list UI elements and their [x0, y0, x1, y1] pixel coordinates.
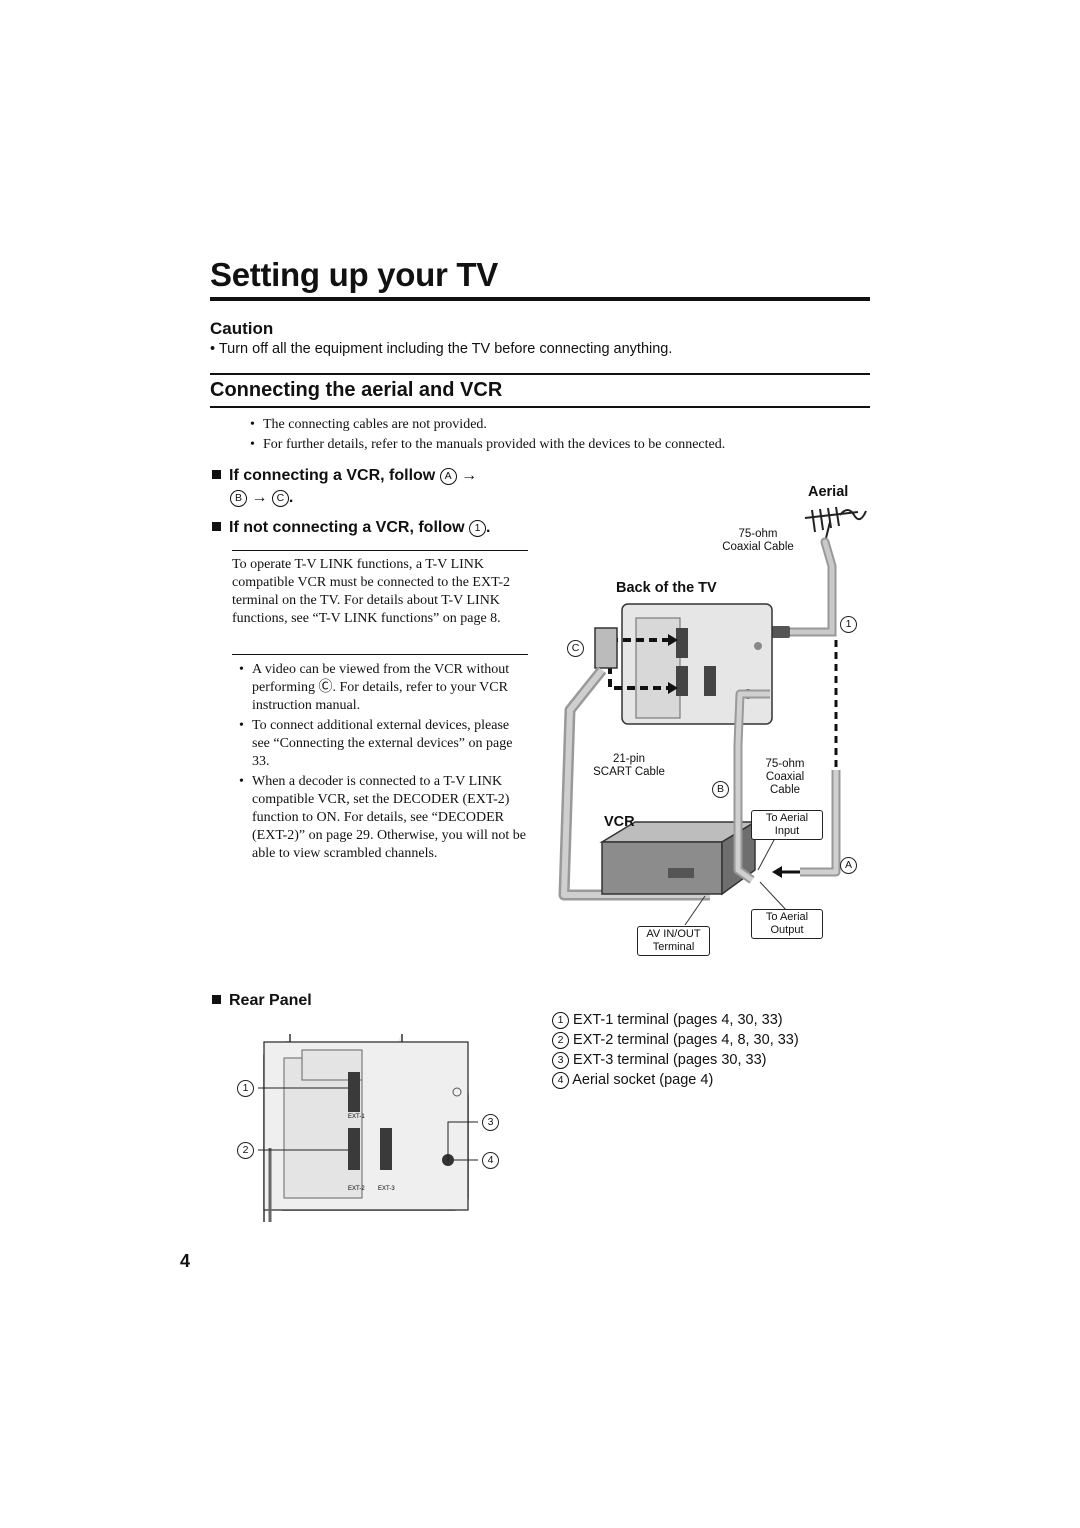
ext1-port-icon: [348, 1072, 360, 1112]
legend-text: EXT-3 terminal (pages 30, 33): [573, 1052, 767, 1068]
av-in-out-line: AV IN/OUT: [646, 928, 701, 940]
legend-text: Aerial socket (page 4): [572, 1072, 714, 1088]
page-title: Setting up your TV: [210, 256, 498, 293]
marker-b: B: [712, 781, 729, 798]
legend-item: 1 EXT-1 terminal (pages 4, 30, 33): [552, 1012, 783, 1029]
tip-item: •When a decoder is connected to a T-V LI…: [239, 774, 526, 861]
section-bullet: •The connecting cables are not provided.: [250, 417, 487, 432]
note-rule-top: [232, 550, 528, 551]
panel-ext1-text: EXT-1: [348, 1114, 365, 1120]
rear-panel-heading: Rear Panel: [212, 992, 312, 1010]
marker-a: A: [840, 857, 857, 874]
tip-item: •A video can be viewed from the VCR with…: [239, 662, 510, 713]
legend-number: 1: [552, 1012, 569, 1029]
arrow-icon: →: [461, 467, 478, 484]
circled-a-icon: A: [439, 468, 457, 485]
marker-1: 1: [840, 616, 857, 633]
scart-plug: [594, 627, 618, 669]
subheading-no-vcr: If not connecting a VCR, follow 1.: [212, 519, 490, 537]
section-bullet-text: The connecting cables are not provided.: [263, 417, 487, 432]
ext2-port-icon: [348, 1128, 360, 1170]
circled-c-icon: C: [271, 490, 289, 507]
marker-c: C: [567, 640, 584, 657]
circled-b-icon: B: [230, 490, 247, 507]
tv-link-note: To operate T-V LINK functions, a T-V LIN…: [232, 557, 511, 626]
subheading-no-vcr-text: If not connecting a VCR, follow: [229, 519, 465, 536]
legend-text: EXT-2 terminal (pages 4, 8, 30, 33): [573, 1032, 799, 1048]
caution-heading: Caution: [210, 319, 274, 338]
ext3-port-icon: [704, 666, 716, 696]
period: .: [486, 519, 491, 536]
legend-item: 2 EXT-2 terminal (pages 4, 8, 30, 33): [552, 1032, 799, 1049]
legend-number: 2: [552, 1032, 569, 1049]
period: .: [288, 489, 294, 506]
subheading-vcr: If connecting a VCR, follow A →: [212, 467, 477, 485]
coax-mid-line: Coaxial: [765, 771, 805, 783]
subheading-vcr-continued: B → C.: [230, 489, 293, 507]
panel-ext3-text: EXT-3: [378, 1186, 395, 1192]
ext2-port-icon: [676, 666, 688, 696]
tip-item: •To connect additional external devices,…: [239, 718, 513, 769]
page-number: 4: [180, 1251, 191, 1271]
aerial-input-line: To Aerial: [765, 812, 809, 824]
tip-text: A video can be viewed from the VCR witho…: [252, 662, 510, 713]
section-rule-top: [210, 373, 870, 375]
section-bullet: •For further details, refer to the manua…: [250, 437, 726, 452]
title-rule: [210, 297, 870, 301]
section-bullet-text: For further details, refer to the manual…: [263, 437, 726, 452]
aerial-antenna-icon: [804, 506, 867, 543]
panel-ext2-text: EXT-2: [348, 1186, 365, 1192]
av-in-out-line: Terminal: [652, 941, 695, 953]
ext1-port-icon: [676, 628, 688, 658]
legend-item: 4 Aerial socket (page 4): [552, 1072, 713, 1089]
note-rule-bottom: [232, 654, 528, 655]
section-rule-bottom: [210, 406, 870, 408]
vcr-label: VCR: [604, 814, 635, 830]
coax-top-line: Coaxial Cable: [722, 541, 794, 553]
ext3-port-icon: [380, 1128, 392, 1170]
arrow-icon: →: [251, 489, 268, 506]
aerial-output-line: Output: [770, 924, 804, 936]
rear-callout-4: 4: [482, 1152, 499, 1169]
connection-arrow: [772, 866, 782, 878]
coax-top-line: 75-ohm: [738, 528, 778, 540]
legend-item: 3 EXT-3 terminal (pages 30, 33): [552, 1052, 766, 1069]
legend-number: 3: [552, 1052, 569, 1069]
rear-callout-1: 1: [237, 1080, 254, 1097]
aerial-input-line: Input: [774, 825, 800, 837]
circled-1-icon: 1: [469, 520, 486, 537]
back-of-tv-label: Back of the TV: [616, 580, 717, 596]
vcr-device: [599, 820, 758, 896]
rear-panel-heading-text: Rear Panel: [229, 992, 312, 1009]
rear-callout-3: 3: [482, 1114, 499, 1131]
square-bullet-icon: [212, 995, 221, 1004]
aerial-label: Aerial: [808, 484, 849, 500]
connection-diagram: [558, 506, 867, 926]
tip-text: When a decoder is connected to a T-V LIN…: [252, 774, 526, 861]
rear-callout-2: 2: [237, 1142, 254, 1159]
coaxial-cable-1: [775, 537, 837, 637]
section-title: Connecting the aerial and VCR: [210, 379, 503, 401]
caution-text: • Turn off all the equipment including t…: [210, 341, 673, 357]
scart-line: SCART Cable: [593, 766, 665, 778]
coax-plug: [770, 626, 790, 638]
square-bullet-icon: [212, 522, 221, 531]
scart-line: 21-pin: [613, 753, 645, 765]
rear-panel-illustration: EXT-1 EXT-2 EXT-3: [258, 1034, 478, 1222]
square-bullet-icon: [212, 470, 221, 479]
tv-back-panel: [621, 603, 773, 725]
legend-text: EXT-1 terminal (pages 4, 30, 33): [573, 1012, 783, 1028]
subheading-vcr-text: If connecting a VCR, follow: [229, 467, 436, 484]
coax-mid-line: 75-ohm: [765, 758, 805, 770]
tip-text: To connect additional external devices, …: [252, 718, 513, 769]
aerial-output-line: To Aerial: [765, 911, 809, 923]
legend-number: 4: [552, 1072, 569, 1089]
coax-mid-line: Cable: [769, 784, 801, 796]
